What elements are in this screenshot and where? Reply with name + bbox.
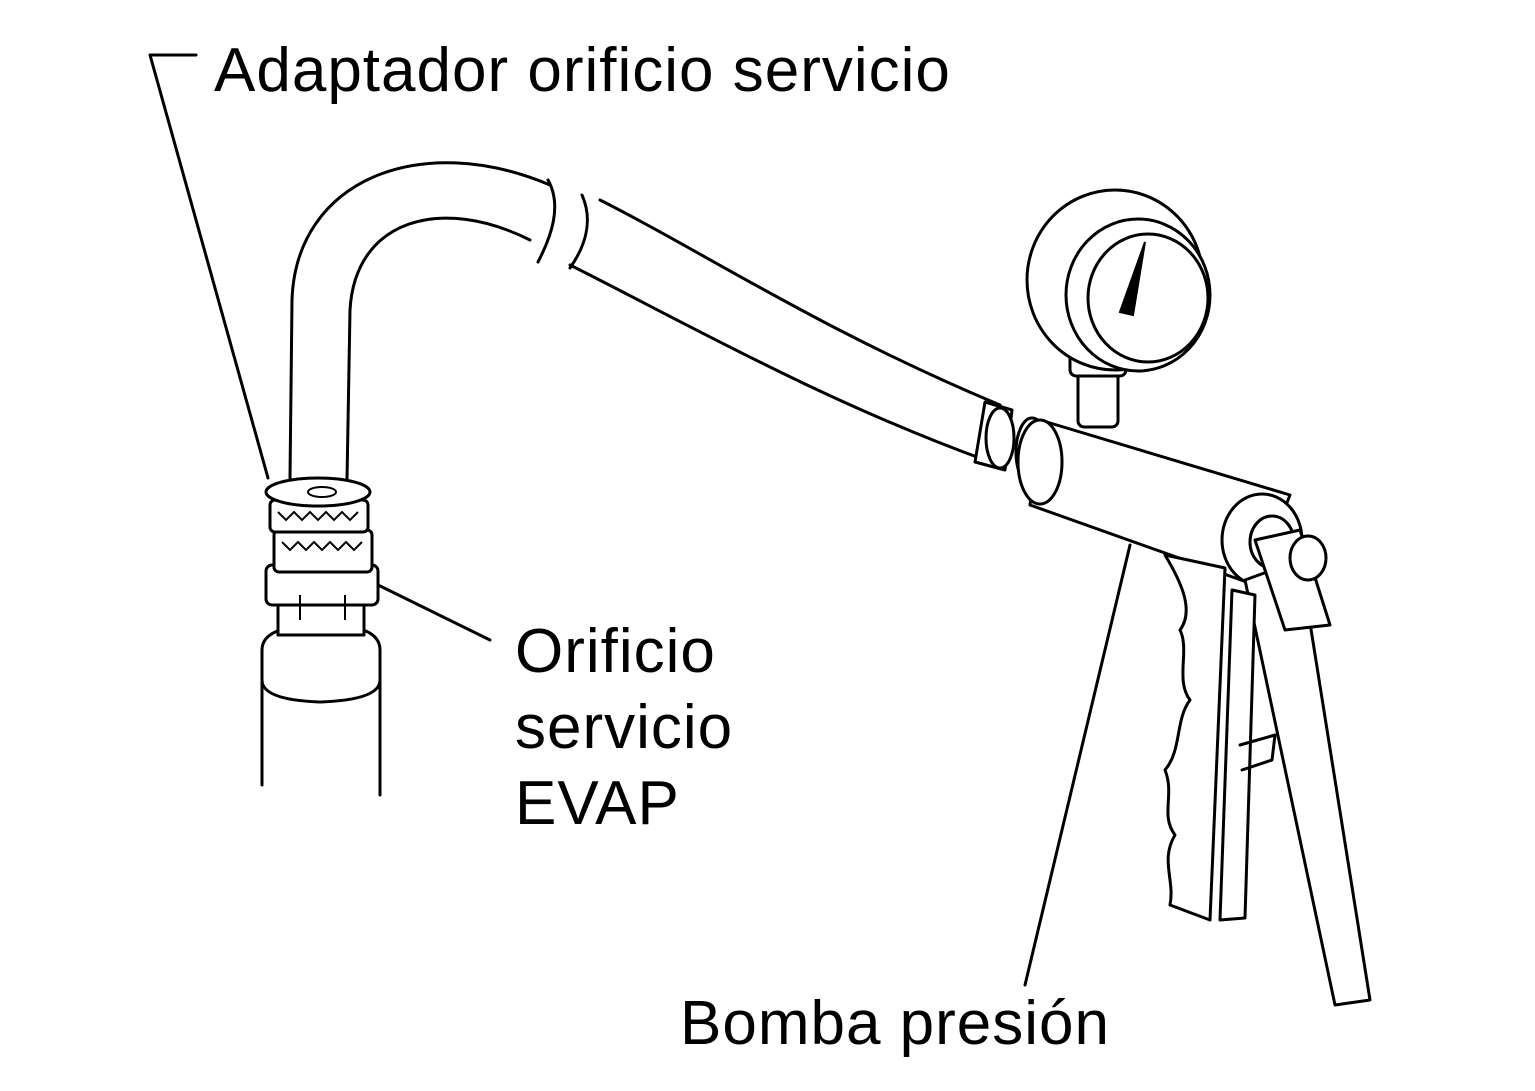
evap-service-port <box>260 563 382 797</box>
pressure-pump-label: Bomba presión <box>680 989 1111 1058</box>
gauge-needle-icon <box>1118 241 1146 317</box>
service-port-label-line-3: EVAP <box>515 769 680 838</box>
adapter-label: Adaptador orificio servicio <box>214 36 951 105</box>
leader-lines <box>148 53 1132 987</box>
port-leader-line <box>376 583 492 642</box>
hose <box>288 161 1002 482</box>
service-port-adapter <box>264 476 374 574</box>
pressure-gauge <box>1025 188 1212 373</box>
pressure-pump <box>973 188 1372 1007</box>
adapter-leader-line <box>148 53 270 480</box>
service-port-label-line-1: Orificio <box>515 617 716 686</box>
service-port-label-line-2: servicio <box>515 693 734 762</box>
pump-leader-line <box>1023 543 1132 987</box>
